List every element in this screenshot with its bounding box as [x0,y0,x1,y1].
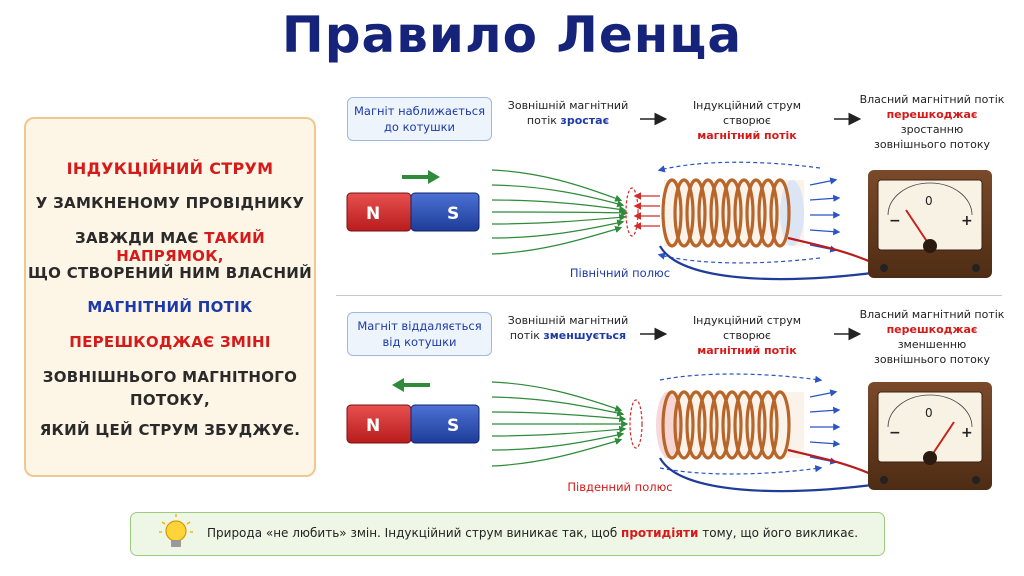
meter-minus: − [889,213,901,229]
scene-label-approaching: Магніт наближається до котушки [347,97,492,141]
step-text: Зовнішній магнітний [507,99,629,112]
step-text: зовнішнього потоку [874,353,990,366]
south-pole-label: Південний полюс [567,480,673,494]
scene-label-line-1: Магніт наближається [354,104,485,118]
note-keyword-counteract: протидіяти [621,526,699,540]
step-keyword-flux: магнітний потік [697,129,797,142]
coil-icon [661,178,804,248]
top-step-external-flux: Зовнішній магнітний потік зростає [503,98,633,128]
rule-line-8: ПОТОКУ, [130,391,210,409]
scene-label-line-2: до котушки [383,120,456,134]
magnet-n-label: N [366,416,380,436]
rule-line-9: ЯКИЙ ЦЕЙ СТРУМ ЗБУДЖУЄ. [39,421,301,439]
top-step-induced-current: Індукційний струм створює магнітний поті… [672,98,822,143]
scene-label-line-2: від котушки [382,335,457,349]
meter-zero: 0 [925,194,933,208]
rule-line-3-text: ЗАВЖДИ МАЄ [75,229,205,247]
arrow-right-icon [402,170,440,184]
step-text: Власний магнітний потік [859,308,1005,321]
step-text-line-2: перешкоджає зростанню [857,107,1007,137]
meter-plus: + [961,213,973,229]
step-text: Власний магнітний потік [859,93,1005,106]
bar-magnet-icon: N S [346,404,480,444]
step-keyword-increases: зростає [560,114,610,127]
step-text: Індукційний струм створює [692,314,802,342]
coil-pole-end [629,399,643,449]
rule-highlight-opposes: ПЕРЕШКОДЖАЄ ЗМІНІ [69,333,271,351]
step-text: потік [526,114,561,127]
galvanometer-icon: 0 − + [868,382,992,490]
meter-plus: + [961,425,973,441]
rule-line-1: ІНДУКЦІЙНИЙ СТРУМ [24,159,316,178]
rule-line-2: У ЗАМКНЕНОМУ ПРОВІДНИКУ [35,194,305,212]
note-text: тому, що його викликає. [698,526,859,540]
magnet-s-label: S [447,204,459,224]
wire-red [787,236,881,267]
induced-field-lines [659,373,823,475]
magnet-s-label: S [447,416,459,436]
step-text: зовнішнього потоку [874,138,990,151]
arrow-left-icon [392,378,430,392]
meter-zero: 0 [925,406,933,420]
step-text-line-2: потік зростає [503,113,633,128]
magnet-n-label: N [366,204,380,224]
scene-label-receding: Магніт віддаляється від котушки [347,312,492,356]
step-keyword-opposes: перешкоджає [886,323,978,336]
scene-label-line-1: Магніт віддаляється [357,319,482,333]
meter-minus: − [889,425,901,441]
external-field-lines [491,381,629,467]
rule-definition-box [24,117,316,477]
rule-highlight-direction: ТАКИЙ НАПРЯМОК, [116,229,265,265]
step-text: зростанню [900,123,964,136]
flux-exit-arrows [809,177,841,253]
meter-needle [905,209,931,247]
north-pole-label: Північний полюс [569,266,671,280]
rule-highlight-current: ІНДУКЦІЙНИЙ СТРУМ [66,159,274,178]
bottom-step-external-flux: Зовнішній магнітний потік зменшується [503,313,633,343]
rule-line-7: ЗОВНІШНЬОГО МАГНІТНОГО [42,368,298,386]
page-title: Правило Ленца [281,6,743,64]
note-text: Природа «не любить» змін. Індукційний ст… [207,526,622,540]
flux-exit-arrows [809,389,841,465]
step-text: Зовнішній магнітний [507,314,629,327]
bar-magnet-icon: N S [346,192,480,232]
coil-icon [656,390,804,460]
step-keyword-flux: магнітний потік [697,344,797,357]
step-keyword-opposes: перешкоджає [886,108,978,121]
step-text-line-2: потік зменшується [503,328,633,343]
top-step-own-flux: Власний магнітний потік перешкоджає зрос… [857,92,1007,152]
step-text: потік [509,329,544,342]
meter-needle [929,421,955,459]
step-text: Індукційний струм створює [692,99,802,127]
step-text-line-2: перешкоджає зменшенню [857,322,1007,352]
rule-line-4: ЩО СТВОРЕНИЙ НИМ ВЛАСНИЙ [27,264,313,282]
wire-red [787,448,881,479]
rule-highlight-flux: МАГНІТНИЙ ПОТІК [87,298,253,316]
section-divider [336,295,1002,296]
induced-field-lines [657,161,821,264]
rule-line-3: ЗАВЖДИ МАЄ ТАКИЙ НАПРЯМОК, [24,229,316,265]
insight-note-text: Природа «не любить» змін. Індукційний ст… [207,526,858,540]
insight-note [130,512,885,556]
external-field-lines [491,169,629,255]
step-text: зменшенню [897,338,967,351]
wire-blue [659,245,881,281]
wire-blue [659,457,881,493]
induced-flux-arrows [633,192,660,230]
step-keyword-decreases: зменшується [543,329,627,342]
bottom-step-own-flux: Власний магнітний потік перешкоджає змен… [857,307,1007,367]
bottom-step-induced-current: Індукційний струм створює магнітний поті… [672,313,822,358]
galvanometer-icon: 0 − + [868,170,992,278]
coil-pole-end [625,187,639,237]
